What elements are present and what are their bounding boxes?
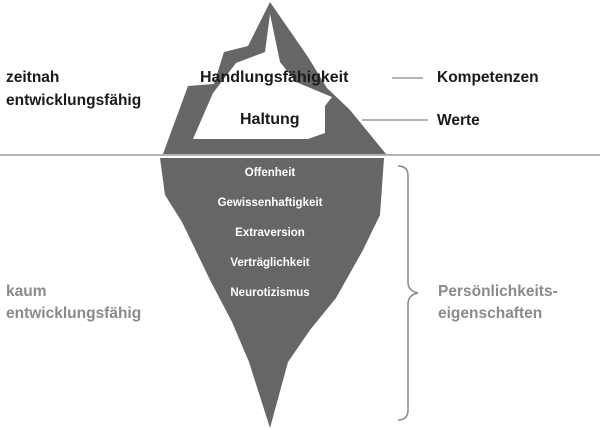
tip-layer-attitude: Haltung xyxy=(240,111,300,128)
personality-brace xyxy=(397,165,419,421)
values-label: Werte xyxy=(437,112,480,129)
iceberg-underwater xyxy=(160,158,384,428)
above-water-label-line2: entwicklungsfähig xyxy=(6,92,142,109)
below-water-label-line1: kaum xyxy=(6,283,47,300)
trait-agreeableness: Verträglichkeit xyxy=(230,257,310,269)
trait-conscientiousness: Gewissenhaftigkeit xyxy=(217,197,323,209)
tip-layer-competence: Handlungsfähigkeit xyxy=(200,69,349,86)
personality-label-line1: Persönlichkeits- xyxy=(438,283,558,300)
below-water-label-line2: entwicklungsfähig xyxy=(6,305,142,322)
personality-label-line2: eigenschaften xyxy=(438,305,543,322)
trait-openness: Offenheit xyxy=(244,167,296,179)
trait-extraversion: Extraversion xyxy=(235,227,305,239)
above-water-label-line1: zeitnah xyxy=(6,69,60,86)
iceberg-tip-inner xyxy=(193,14,332,139)
competencies-label: Kompetenzen xyxy=(437,69,539,86)
trait-neuroticism: Neurotizismus xyxy=(230,287,310,299)
